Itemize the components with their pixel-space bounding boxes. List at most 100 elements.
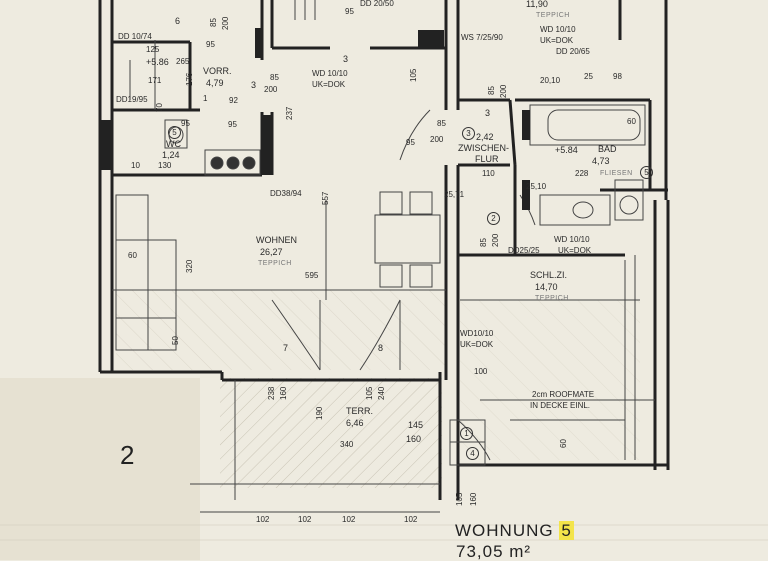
dim: 125 xyxy=(146,45,160,54)
dim: 171 xyxy=(148,76,162,85)
room-name: BAD xyxy=(598,144,617,154)
dim: 85 xyxy=(209,18,218,27)
dim: 85 xyxy=(437,119,446,128)
dim: 92 xyxy=(229,96,238,105)
dim: 95 xyxy=(345,7,354,16)
dim: 50 xyxy=(171,336,180,345)
dim: 85 xyxy=(487,86,496,95)
dim: 340 xyxy=(340,440,354,449)
apartment-number: 5 xyxy=(559,521,574,540)
dim: 25,10 xyxy=(526,182,547,191)
note-uk: UK=DOK xyxy=(312,80,346,89)
walls xyxy=(98,0,670,500)
note-uk: UK=DOK xyxy=(540,36,574,45)
note-dd: DD19/95 xyxy=(116,95,148,104)
dim: 200 xyxy=(491,233,500,247)
circle-marker: 1 xyxy=(460,427,473,440)
circle-marker: 5 xyxy=(640,166,653,179)
dim: 105 xyxy=(409,68,418,82)
dim: 60 xyxy=(559,439,568,448)
dim: 200 xyxy=(499,84,508,98)
dim: 98 xyxy=(613,72,622,81)
note-dd: DD25/25 xyxy=(508,246,540,255)
room-floor: TEPPICH xyxy=(258,260,292,267)
note-wd: WD 10/10 xyxy=(312,69,348,78)
room-name: WC xyxy=(166,139,181,149)
dim: 200 xyxy=(264,85,278,94)
room-name: ZWISCHEN- xyxy=(458,143,509,153)
dim: 320 xyxy=(185,259,194,273)
dim: 95 xyxy=(406,138,415,147)
dim: 1 xyxy=(203,94,208,103)
note-roofmate: IN DECKE EINL. xyxy=(530,401,591,410)
circle-marker: 7 xyxy=(282,343,288,353)
dim: 200 xyxy=(430,135,444,144)
note-wd: WD10/10 xyxy=(460,329,494,338)
dim: 105 xyxy=(365,386,374,400)
dim: 70 xyxy=(155,103,164,112)
room-floor: TEPPICH xyxy=(536,12,570,19)
circle-marker: 8 xyxy=(377,343,383,353)
dim: 190 xyxy=(315,406,324,420)
note-uk: UK=DOK xyxy=(460,340,494,349)
note-uk: UK=DOK xyxy=(558,246,592,255)
dim: 160 xyxy=(469,492,478,506)
dim: 145 xyxy=(408,420,424,430)
room-area: 1,24 xyxy=(162,150,180,160)
terrace-hatch xyxy=(220,378,442,488)
bedroom-hatch xyxy=(460,300,640,460)
circle-marker: 2 xyxy=(487,212,500,225)
circle-marker: 3 xyxy=(342,54,348,64)
note-dd: DD 10/74 xyxy=(118,32,152,41)
room-area: 4,79 xyxy=(206,78,224,88)
dim: 557 xyxy=(321,191,330,205)
room-area: 11,90 xyxy=(526,0,548,9)
level-mark: +5.86 xyxy=(146,57,169,67)
dim: 20,10 xyxy=(540,76,561,85)
note-wd: WD 10/10 xyxy=(554,235,590,244)
dim: 176 xyxy=(185,72,194,86)
dark-details xyxy=(100,28,530,210)
dim: 110 xyxy=(482,169,495,178)
room-area: 6,46 xyxy=(346,418,364,428)
note-dd: DD 20/65 xyxy=(556,47,590,56)
circle-marker: 3 xyxy=(250,80,256,90)
dim: 160 xyxy=(279,386,288,400)
dim: 240 xyxy=(377,386,386,400)
circle-marker: 4 xyxy=(466,447,479,460)
dim: 595 xyxy=(305,271,319,280)
room-area: 4,73 xyxy=(592,156,610,166)
note-ws: WS 7/25/90 xyxy=(461,33,503,42)
room-area: 2,42 xyxy=(476,132,494,142)
room-floor: FLIESEN xyxy=(600,170,633,177)
dim: 25 xyxy=(584,72,593,81)
dim: 85 xyxy=(479,238,488,247)
apartment-label: WOHNUNG xyxy=(455,521,554,540)
room-name: FLUR xyxy=(475,154,499,164)
dim: 60 xyxy=(128,251,137,260)
dim: 105 xyxy=(455,492,464,506)
dim: 85 xyxy=(270,73,279,82)
dim: 102 xyxy=(404,515,418,524)
room-area: 26,27 xyxy=(260,247,283,257)
dim: 102 xyxy=(298,515,312,524)
level-mark: +5.84 xyxy=(555,145,578,155)
circle-marker: 3 xyxy=(462,127,475,140)
corridor-hatch xyxy=(116,290,446,370)
dim: 95 xyxy=(228,120,237,129)
unit-marker: 2 xyxy=(120,440,135,470)
note-dd: DD38/94 xyxy=(270,189,302,198)
dim: 200 xyxy=(221,16,230,30)
dim: 237 xyxy=(285,106,294,120)
circle-marker: 5 xyxy=(168,126,181,139)
note-roofmate: 2cm ROOFMATE xyxy=(532,390,595,399)
dim: 25,71 xyxy=(444,190,465,199)
room-name: SCHL.ZI. xyxy=(530,270,568,280)
circle-marker: 3 xyxy=(484,108,490,118)
room-name: VORR. xyxy=(203,66,232,76)
note-dd: DD 20/50 xyxy=(360,0,394,8)
room-floor: TEPPICH xyxy=(535,295,569,302)
dim: 95 xyxy=(181,119,190,128)
dim: 228 xyxy=(575,169,589,178)
